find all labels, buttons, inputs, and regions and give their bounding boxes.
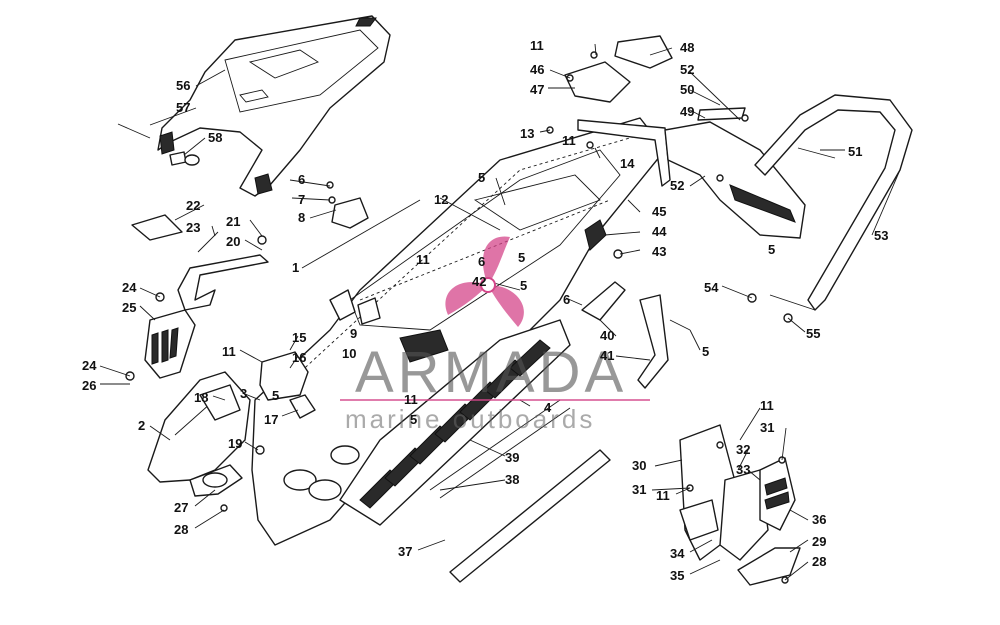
callout-11-b: 11 (562, 133, 576, 148)
callout-48: 48 (680, 40, 694, 55)
callout-5-e: 5 (702, 344, 709, 359)
callout-18: 18 (194, 390, 208, 405)
callout-3: 3 (240, 386, 247, 401)
callout-42: 42 (472, 274, 486, 289)
side-bracket-40 (581, 281, 691, 389)
callout-15: 15 (292, 330, 306, 345)
callout-46: 46 (530, 62, 544, 77)
running-board (339, 319, 571, 526)
callout-4: 4 (544, 400, 552, 415)
callout-32: 32 (736, 442, 750, 457)
callout-39: 39 (505, 450, 519, 465)
callout-52-a: 52 (680, 62, 694, 77)
callout-49: 49 (680, 104, 694, 119)
callout-33: 33 (736, 462, 750, 477)
callout-28-b: 28 (812, 554, 826, 569)
callout-22: 22 (186, 198, 200, 213)
callout-5-c: 5 (520, 278, 527, 293)
callout-50: 50 (680, 82, 694, 97)
callout-11-f: 11 (760, 398, 774, 413)
control-box (199, 351, 316, 421)
callout-11-e: 11 (404, 392, 418, 407)
callout-5-a: 5 (478, 170, 485, 185)
watermark-brand: ARMADA (355, 340, 627, 405)
callout-7: 7 (298, 192, 305, 207)
tube-bars (429, 399, 611, 583)
callout-12: 12 (434, 192, 448, 207)
callout-56: 56 (176, 78, 190, 93)
cover-plate-9 (329, 289, 449, 363)
rear-rail-14 (577, 119, 671, 187)
callout-11-g: 11 (656, 488, 670, 503)
callout-13: 13 (520, 126, 534, 141)
watermark: ARMADA marine outboards (340, 236, 650, 434)
callout-9: 9 (350, 326, 357, 341)
callout-11-a: 11 (530, 38, 544, 53)
callout-37: 37 (398, 544, 412, 559)
callout-43: 43 (652, 244, 666, 259)
callout-45: 45 (652, 204, 666, 219)
callout-25: 25 (122, 300, 136, 315)
callout-27: 27 (174, 500, 188, 515)
callout-54: 54 (704, 280, 719, 295)
callout-28-a: 28 (174, 522, 188, 537)
seat-hardware (117, 123, 200, 166)
seat (157, 15, 391, 197)
rear-flap-taillight (664, 107, 836, 239)
callout-5-g: 5 (410, 412, 417, 427)
callout-35: 35 (670, 568, 684, 583)
callout-24-b: 24 (82, 358, 97, 373)
callout-6-a: 6 (298, 172, 305, 187)
callout-47: 47 (530, 82, 544, 97)
callout-2: 2 (138, 418, 145, 433)
callout-16: 16 (292, 350, 306, 365)
callout-57: 57 (176, 100, 190, 115)
callout-14: 14 (620, 156, 635, 171)
callout-24-a: 24 (122, 280, 137, 295)
callout-34: 34 (670, 546, 685, 561)
callout-5-f: 5 (272, 388, 279, 403)
callout-58: 58 (208, 130, 222, 145)
right-side-panel (679, 424, 801, 586)
heat-shield-bracket (144, 309, 196, 379)
callout-6-b: 6 (478, 254, 485, 269)
callout-labels: 1 2 3 4 5 5 5 5 5 5 5 6 6 6 7 8 9 10 11 … (82, 38, 888, 583)
callout-30: 30 (632, 458, 646, 473)
callout-38: 38 (505, 472, 519, 487)
rear-bumper-loop (754, 94, 913, 311)
callout-17: 17 (264, 412, 278, 427)
callout-29: 29 (812, 534, 826, 549)
callout-53: 53 (874, 228, 888, 243)
mount-bracket-8 (331, 197, 369, 229)
callout-52-b: 52 (670, 178, 684, 193)
watermark-tagline: marine outboards (345, 404, 595, 434)
callout-51: 51 (848, 144, 862, 159)
callout-36: 36 (812, 512, 826, 527)
callout-1: 1 (292, 260, 299, 275)
callout-31-b: 31 (632, 482, 646, 497)
callout-55: 55 (806, 326, 820, 341)
callout-40: 40 (600, 328, 614, 343)
callout-5-b: 5 (518, 250, 525, 265)
callout-41: 41 (600, 348, 614, 363)
callout-20: 20 (226, 234, 240, 249)
rear-bracket-47 (564, 35, 673, 103)
callout-31-a: 31 (760, 420, 774, 435)
leader-lines (99, 43, 901, 581)
callout-8: 8 (298, 210, 305, 225)
callout-11-d: 11 (222, 344, 236, 359)
tunnel-chassis (251, 117, 666, 546)
callout-21: 21 (226, 214, 240, 229)
callout-44: 44 (652, 224, 667, 239)
armada-logo (445, 236, 524, 327)
callout-26: 26 (82, 378, 96, 393)
callout-10: 10 (342, 346, 356, 361)
callout-23: 23 (186, 220, 200, 235)
callout-19: 19 (228, 436, 242, 451)
callout-6-c: 6 (563, 292, 570, 307)
callout-5-d: 5 (768, 242, 775, 257)
callout-11-c: 11 (416, 252, 430, 267)
